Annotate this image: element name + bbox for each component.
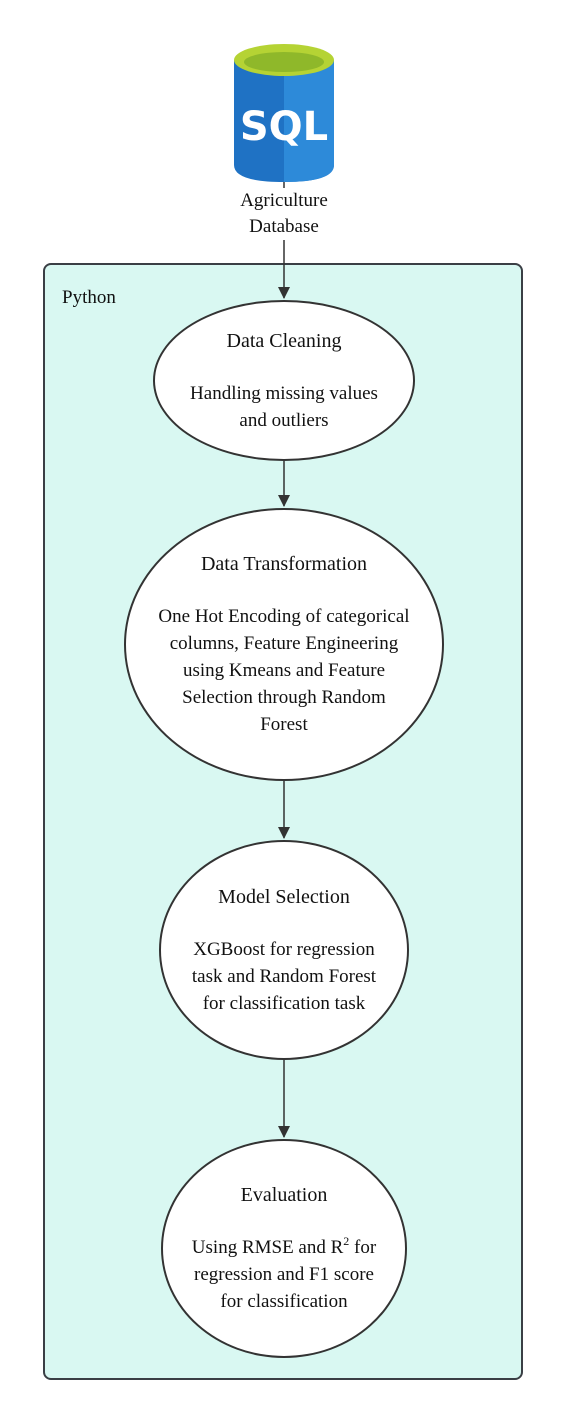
node-description: Using RMSE and R2 for regression and F1 … <box>192 1234 376 1315</box>
database-label: Agriculture Database <box>184 188 384 240</box>
node-title: Evaluation <box>240 1184 328 1206</box>
data-transformation-node: Data Transformation One Hot Encoding of … <box>124 508 444 781</box>
sql-icon-text: SQL <box>240 104 328 150</box>
node-title: Model Selection <box>218 885 350 908</box>
model-selection-node: Model Selection XGBoost for regression t… <box>159 840 409 1060</box>
evaluation-node: Evaluation Using RMSE and R2 for regress… <box>161 1139 407 1358</box>
desc-pre: Using RMSE and R <box>191 1237 344 1258</box>
node-description: Handling missing values and outliers <box>190 382 378 431</box>
data-cleaning-node: Data Cleaning Handling missing values an… <box>153 300 415 461</box>
node-description: One Hot Encoding of categorical columns,… <box>158 606 410 735</box>
superscript: 2 <box>343 1234 350 1248</box>
node-title: Data Cleaning <box>226 329 342 352</box>
desc-post: for regression and F1 score for classifi… <box>194 1237 377 1312</box>
container-label: Python <box>62 287 116 308</box>
node-description: XGBoost for regression task and Random F… <box>191 938 377 1014</box>
node-title: Data Transformation <box>200 553 368 575</box>
